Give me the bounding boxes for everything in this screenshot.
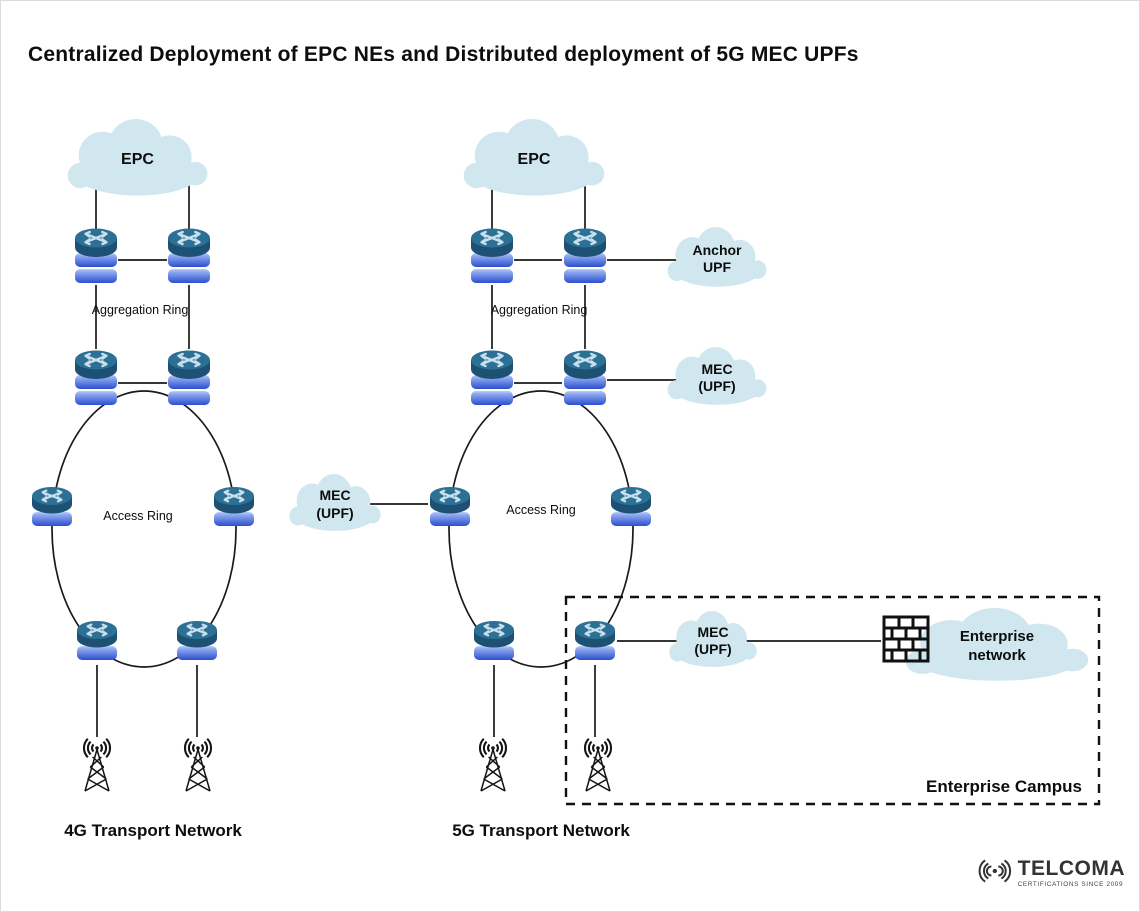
cell-tower-icon bbox=[478, 737, 508, 793]
page-title: Centralized Deployment of EPC NEs and Di… bbox=[28, 43, 859, 66]
router-icon bbox=[166, 227, 212, 285]
router-icon bbox=[166, 349, 212, 407]
mec-upf-cloud-access: MEC (UPF) bbox=[287, 474, 383, 535]
router-icon bbox=[30, 485, 74, 531]
router-icon bbox=[609, 485, 653, 531]
cell-tower-icon bbox=[82, 737, 112, 793]
epc-label-4g: EPC bbox=[121, 151, 154, 168]
mec-upf-label-access: MEC (UPF) bbox=[316, 487, 354, 521]
router-icon bbox=[469, 349, 515, 407]
epc-cloud-4g: EPC bbox=[64, 119, 211, 201]
mec-upf-cloud-campus: MEC (UPF) bbox=[667, 611, 759, 671]
telcoma-logo: TELCOMA CERTIFICATIONS SINCE 2009 bbox=[975, 855, 1125, 895]
firewall-icon bbox=[882, 615, 930, 663]
mec-upf-label-aggregation: MEC (UPF) bbox=[698, 360, 736, 395]
anchor-upf-label: Anchor UPF bbox=[692, 241, 742, 276]
router-icon bbox=[75, 619, 119, 665]
router-icon bbox=[73, 349, 119, 407]
access-ring-label-4g: Access Ring bbox=[103, 509, 173, 523]
caption-4g: 4G Transport Network bbox=[64, 821, 242, 840]
enterprise-network-label: Enterprise network bbox=[959, 628, 1035, 664]
enterprise-campus-box bbox=[564, 595, 1101, 806]
router-icon bbox=[212, 485, 256, 531]
aggregation-ring-label-4g: Aggregation Ring bbox=[91, 303, 189, 317]
logo-tagline: CERTIFICATIONS SINCE 2009 bbox=[1017, 881, 1124, 888]
cell-tower-icon bbox=[183, 737, 213, 793]
logo-brand: TELCOMA bbox=[1017, 857, 1125, 880]
enterprise-campus-label: Enterprise Campus bbox=[926, 777, 1082, 796]
router-icon bbox=[472, 619, 516, 665]
cell-tower-icon bbox=[583, 737, 613, 793]
router-icon bbox=[562, 227, 608, 285]
router-icon bbox=[175, 619, 219, 665]
router-icon bbox=[428, 485, 472, 531]
enterprise-network-cloud: Enterprise network bbox=[901, 608, 1093, 686]
aggregation-ring-label-5g: Aggregation Ring bbox=[490, 303, 588, 317]
router-icon bbox=[73, 227, 119, 285]
caption-5g: 5G Transport Network bbox=[452, 821, 630, 840]
epc-label-5g: EPC bbox=[517, 151, 551, 168]
access-ring-label-5g: Access Ring bbox=[506, 503, 576, 517]
mec-upf-cloud-aggregation: MEC (UPF) bbox=[665, 347, 769, 409]
router-icon bbox=[573, 619, 617, 665]
epc-cloud-5g: EPC bbox=[460, 119, 608, 201]
radio-waves-icon bbox=[978, 859, 1012, 883]
anchor-upf-cloud: Anchor UPF bbox=[665, 227, 769, 291]
router-icon bbox=[562, 349, 608, 407]
mec-upf-label-campus: MEC (UPF) bbox=[694, 623, 732, 658]
router-icon bbox=[469, 227, 515, 285]
